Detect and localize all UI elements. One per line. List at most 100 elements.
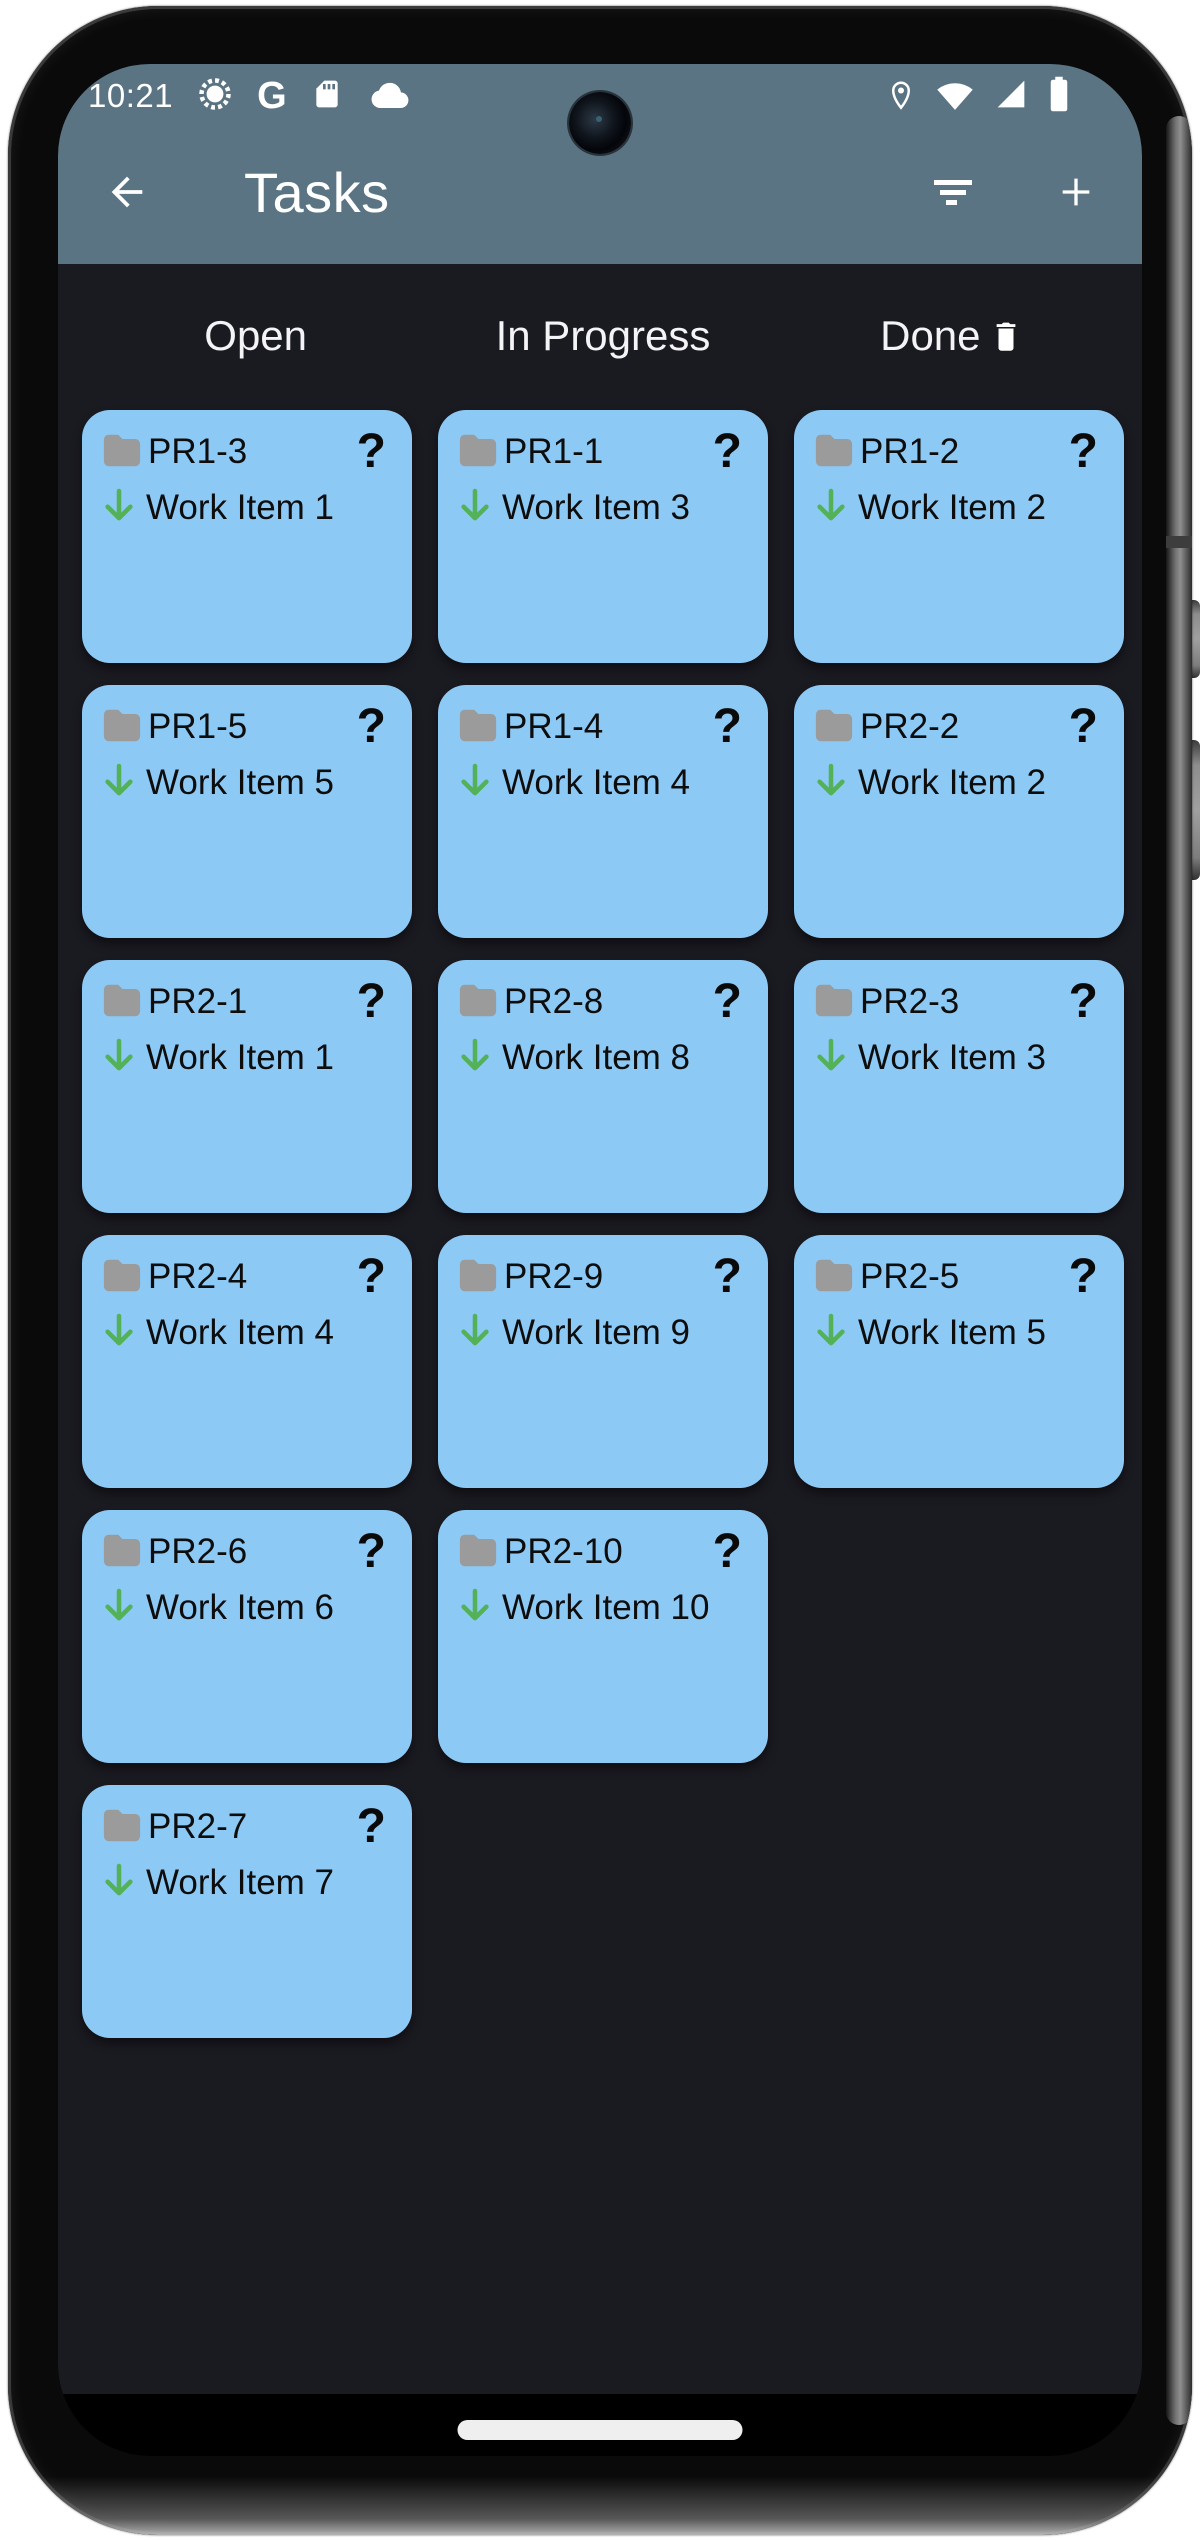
folder-icon [454,430,502,475]
task-title: Work Item 6 [146,1587,335,1627]
task-id: PR2-10 [504,1532,623,1571]
task-id: PR2-9 [504,1257,604,1296]
task-card[interactable]: PR2-9? Work Item 9 [438,1235,768,1488]
question-mark-icon: ? [356,1800,386,1853]
task-id: PR2-2 [860,707,960,746]
question-mark-icon: ? [712,1525,742,1578]
question-mark-icon: ? [356,1525,386,1578]
task-id: PR1-3 [148,432,248,471]
task-title: Work Item 2 [858,762,1047,802]
back-arrow-icon[interactable] [104,169,150,215]
phone-frame: 10:21 G [8,6,1192,2535]
task-id: PR2-3 [860,982,960,1021]
task-card[interactable]: PR1-5? Work Item 5 [82,685,412,938]
column-header-in-progress: In Progress [429,308,776,364]
title-bar: Tasks [58,136,1142,248]
column-label: In Progress [495,312,711,359]
arrow-down-icon [454,1584,496,1631]
status-right [886,76,1070,117]
front-camera [569,92,631,154]
filter-icon[interactable] [932,176,974,208]
arrow-down-icon [98,1034,140,1081]
folder-icon [810,705,858,750]
column-headers: Open In Progress Done [58,308,1142,364]
task-title: Work Item 8 [502,1037,691,1077]
arrow-down-icon [454,1034,496,1081]
task-title: Work Item 2 [858,487,1047,527]
folder-icon [454,1255,502,1300]
screen: 10:21 G [58,64,1142,2456]
question-mark-icon: ? [712,975,742,1028]
question-mark-icon: ? [712,1250,742,1303]
task-title: Work Item 10 [502,1587,710,1627]
task-id: PR2-1 [148,982,248,1021]
task-title: Work Item 9 [502,1312,691,1352]
task-title: Work Item 5 [858,1312,1047,1352]
task-title: Work Item 4 [502,762,691,802]
task-card[interactable]: PR2-7? Work Item 7 [82,1785,412,2038]
google-icon: G [257,75,287,117]
task-title: Work Item 3 [502,487,691,527]
task-id: PR2-7 [148,1807,248,1846]
task-id: PR2-8 [504,982,604,1021]
arrow-down-icon [810,1034,852,1081]
kanban-board: PR1-3? Work Item 1 PR1-5? Work Item 5 PR… [58,410,1142,2038]
column-label: Done [880,312,981,359]
task-title: Work Item 4 [146,1312,335,1352]
add-icon[interactable] [1056,172,1096,212]
task-card[interactable]: PR2-5? Work Item 5 [794,1235,1124,1488]
column-header-open: Open [82,308,429,364]
task-title: Work Item 1 [146,1037,335,1077]
folder-icon [454,1530,502,1575]
question-mark-icon: ? [1068,1250,1098,1303]
folder-icon [98,430,146,475]
task-card[interactable]: PR2-1? Work Item 1 [82,960,412,1213]
task-card[interactable]: PR1-4? Work Item 4 [438,685,768,938]
folder-icon [98,980,146,1025]
arrow-down-icon [454,759,496,806]
question-mark-icon: ? [356,700,386,753]
status-left: 10:21 G [88,76,409,117]
page-title: Tasks [244,160,390,224]
status-bar: 10:21 G [58,72,1142,120]
column-in-progress: PR1-1? Work Item 3 PR1-4? Work Item 4 PR… [438,410,768,2038]
clock: 10:21 [88,77,174,114]
arrow-down-icon [98,484,140,531]
question-mark-icon: ? [1068,975,1098,1028]
task-id: PR1-2 [860,432,960,471]
column-header-done: Done [777,308,1124,364]
task-id: PR1-5 [148,707,248,746]
task-title: Work Item 5 [146,762,335,802]
cellular-signal-icon [994,78,1028,115]
home-indicator[interactable] [457,2420,743,2440]
app-bar: 10:21 G [58,64,1142,264]
arrow-down-icon [98,759,140,806]
folder-icon [98,1255,146,1300]
task-card[interactable]: PR2-4? Work Item 4 [82,1235,412,1488]
cloud-icon [367,78,409,115]
task-card[interactable]: PR1-1? Work Item 3 [438,410,768,663]
question-mark-icon: ? [1068,425,1098,478]
gear-icon [197,76,233,117]
folder-icon [98,705,146,750]
question-mark-icon: ? [712,700,742,753]
task-card[interactable]: PR1-3? Work Item 1 [82,410,412,663]
task-card[interactable]: PR2-2? Work Item 2 [794,685,1124,938]
task-card[interactable]: PR1-2? Work Item 2 [794,410,1124,663]
folder-icon [810,430,858,475]
task-card[interactable]: PR2-8? Work Item 8 [438,960,768,1213]
task-id: PR2-4 [148,1257,248,1296]
bottom-bezel [8,2445,1192,2535]
arrow-down-icon [810,1309,852,1356]
antenna-seam [1166,536,1192,548]
task-id: PR1-1 [504,432,604,471]
task-card[interactable]: PR2-10? Work Item 10 [438,1510,768,1763]
task-card[interactable]: PR2-6? Work Item 6 [82,1510,412,1763]
trash-icon[interactable] [991,318,1021,354]
wifi-icon [936,78,974,115]
task-id: PR2-6 [148,1532,248,1571]
task-title: Work Item 3 [858,1037,1047,1077]
column-label: Open [204,312,308,359]
task-card[interactable]: PR2-3? Work Item 3 [794,960,1124,1213]
